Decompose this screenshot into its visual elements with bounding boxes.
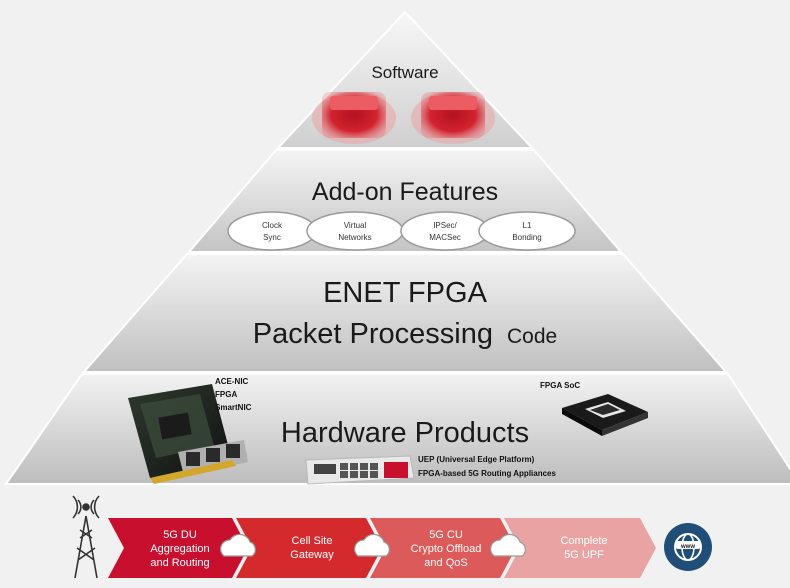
cloud-icon [354, 533, 390, 557]
cloud-icon [220, 533, 256, 557]
globe-www-icon: www [664, 523, 712, 571]
cloud-icon [490, 533, 526, 557]
flow-step-label: and Routing [150, 557, 209, 569]
hardware-title: Hardware Products [281, 417, 529, 449]
globe-www-glyph: www [680, 544, 695, 550]
feature-pill-label: Clock [262, 221, 283, 230]
feature-pill-label: IPSec/ [433, 221, 457, 230]
smartnic-card-image [128, 384, 248, 484]
feature-pill-label: Sync [263, 233, 281, 242]
flow-step-label: Cell Site [292, 535, 333, 547]
fpga-title-main: Packet Processing [253, 318, 493, 350]
flow-step-upf: Complete 5G UPF [504, 518, 656, 578]
fpga-title-line1: ENET FPGA [323, 277, 487, 309]
software-icon-right [411, 92, 495, 144]
pyramid-layer-fpga [81, 253, 729, 373]
flow-step-cu: 5G CU Crypto Offload and QoS [370, 518, 516, 578]
nic-label-line1: ACE-NIC [215, 377, 249, 386]
uep-label-line2: FPGA-based 5G Routing Appliances [418, 469, 556, 478]
feature-pill-label: Virtual [344, 221, 367, 230]
nic-label-line2: FPGA [215, 390, 237, 399]
fpga-soc-chip-image [562, 394, 648, 436]
flow-step-label: Complete [560, 535, 607, 547]
feature-pill-label: L1 [523, 221, 532, 230]
flow-step-label: and QoS [424, 557, 467, 569]
fpga-title-line2: Packet Processing Code [253, 318, 557, 350]
fpga-title-small: Code [507, 325, 557, 348]
nic-label-line3: SmartNIC [215, 403, 252, 412]
flow-step-label: Gateway [290, 549, 334, 561]
feature-pill-label: MACSec [429, 233, 461, 242]
software-icon-left [312, 92, 396, 144]
flow-step-label: 5G CU [429, 529, 463, 541]
flow-step-label: 5G UPF [564, 549, 604, 561]
feature-pill-virtual-networks: Virtual Networks [306, 211, 404, 251]
uep-appliance-image [305, 455, 415, 485]
software-title: Software [371, 63, 438, 82]
addon-title: Add-on Features [312, 178, 498, 206]
flow-step-cell-site-gateway: Cell Site Gateway [236, 518, 382, 578]
soc-label: FPGA SoC [540, 381, 580, 390]
feature-pill-label: Bonding [512, 233, 541, 242]
feature-pill-clock-sync: Clock Sync [227, 211, 317, 251]
cell-tower-icon [72, 495, 100, 579]
flow-step-du: 5G DU Aggregation and Routing [108, 518, 248, 578]
feature-pill-ipsec-macsec: IPSec/ MACSec [400, 211, 490, 251]
feature-pill-label: Networks [338, 233, 371, 242]
feature-pill-l1-bonding: L1 Bonding [478, 211, 576, 251]
flow-step-label: Crypto Offload [411, 543, 482, 555]
uep-label-line1: UEP (Universal Edge Platform) [418, 455, 535, 464]
flow-step-label: 5G DU [163, 529, 197, 541]
flow-step-label: Aggregation [150, 543, 209, 555]
